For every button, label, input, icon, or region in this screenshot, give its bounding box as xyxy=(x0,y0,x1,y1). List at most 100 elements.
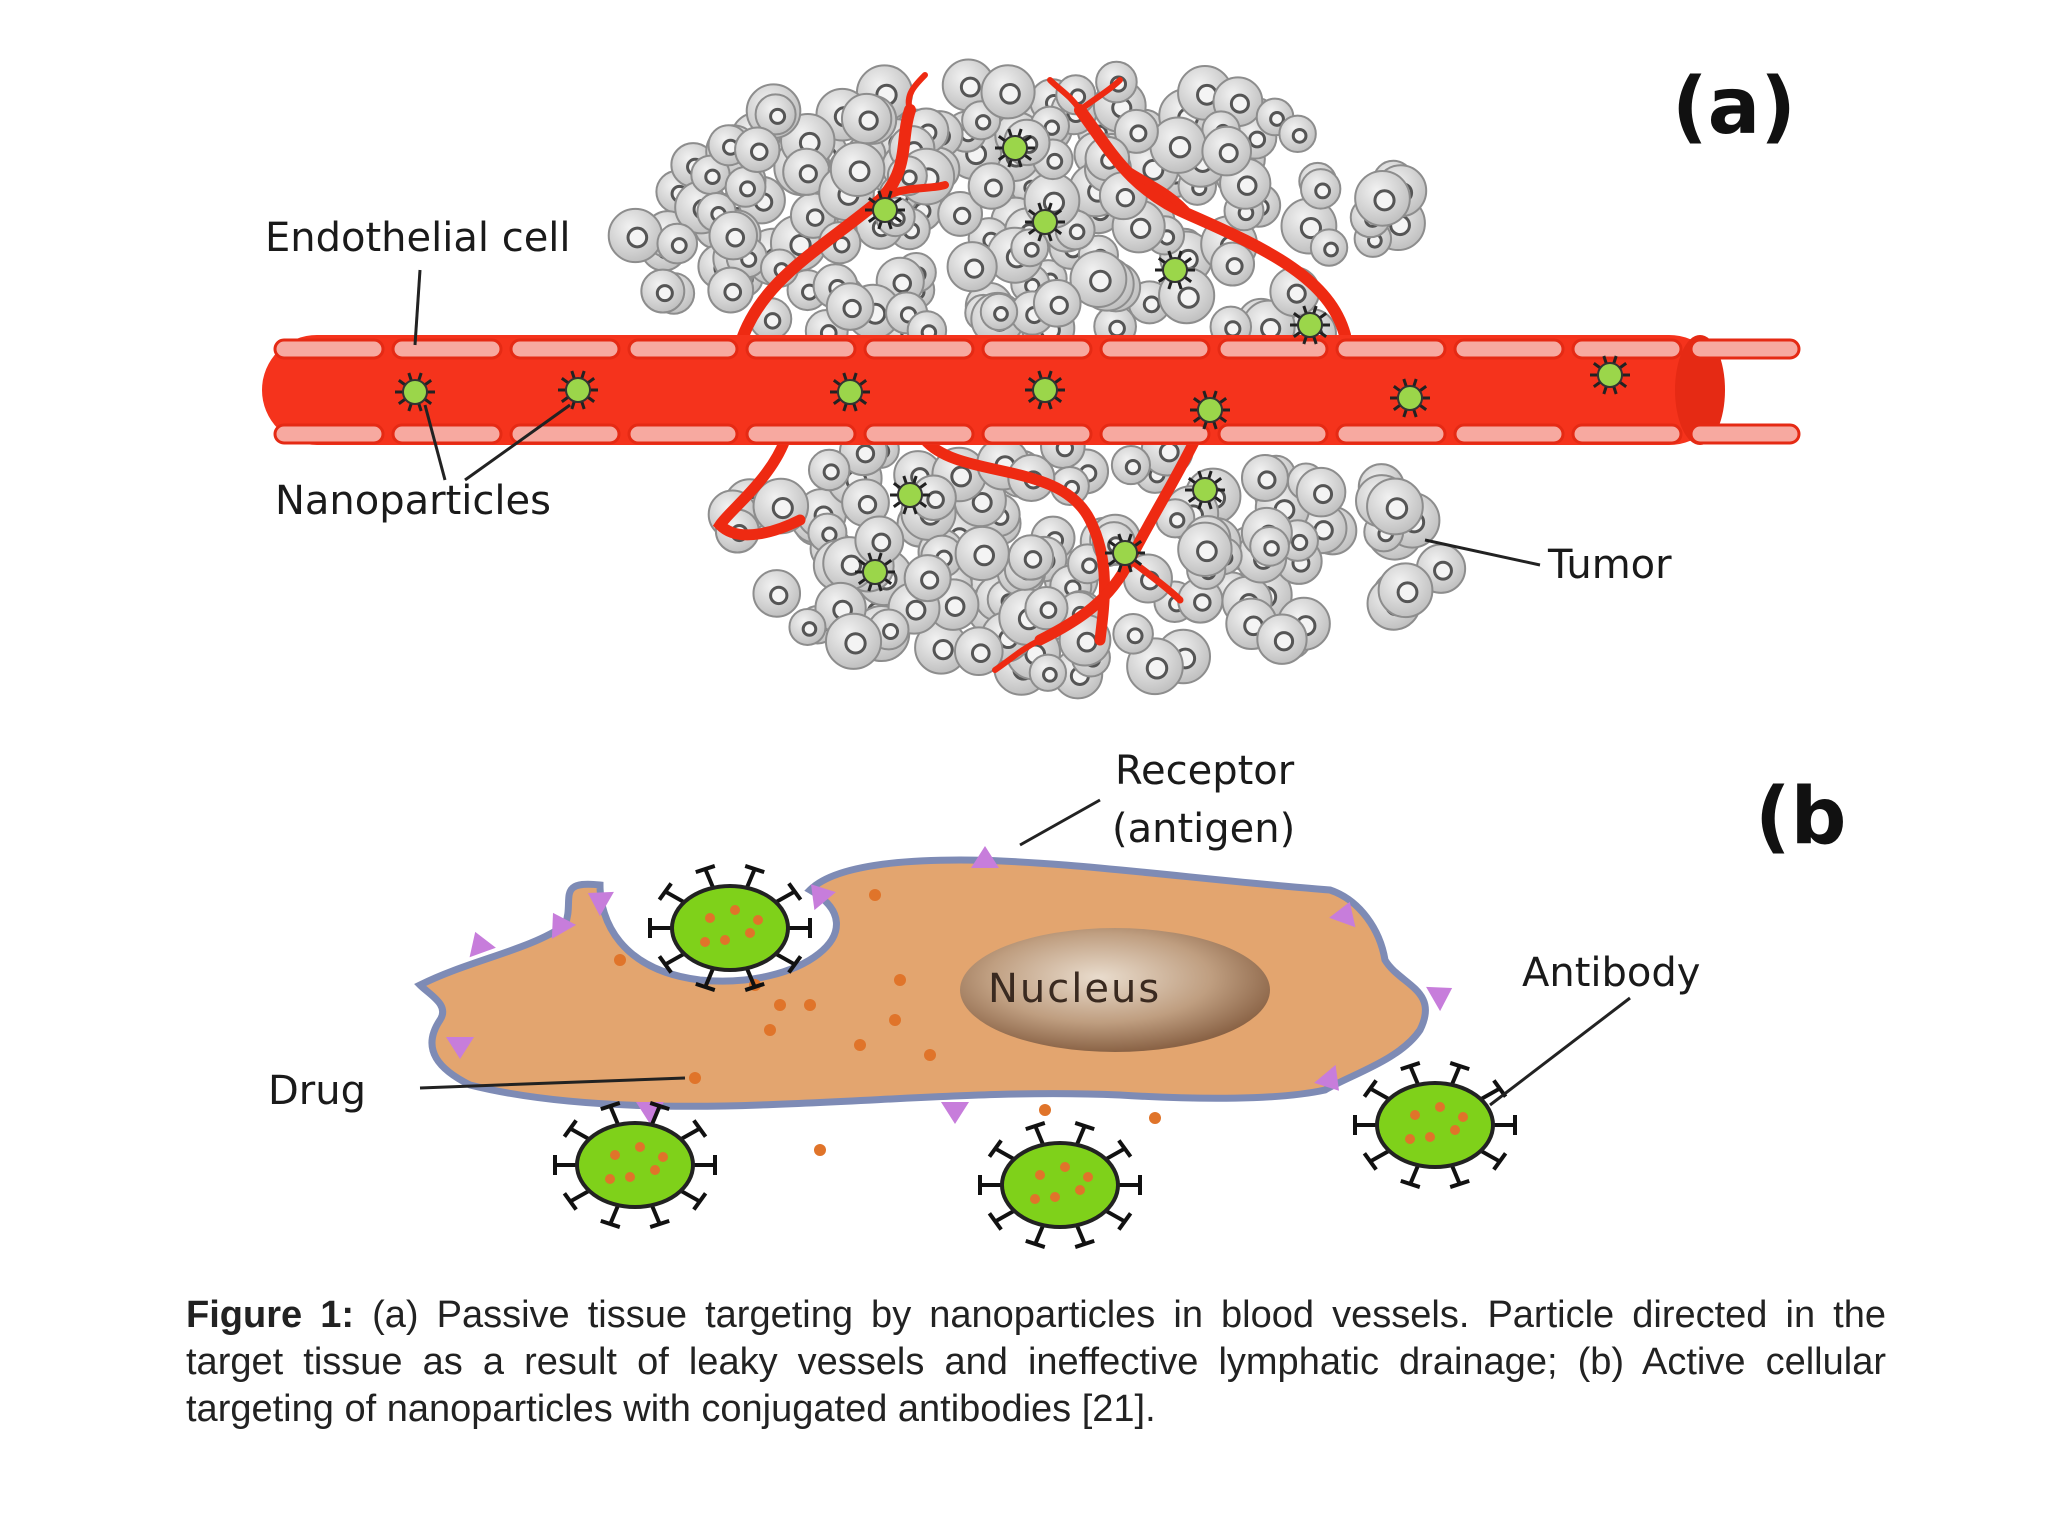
endothelial-cell xyxy=(1335,423,1447,445)
drug-dot xyxy=(1149,1112,1161,1124)
nanoparticle xyxy=(890,475,930,515)
nanoparticle xyxy=(1105,533,1145,573)
endothelial-cell xyxy=(1099,423,1211,445)
tumor-cell-nucleus xyxy=(704,168,721,186)
tumor-cell-nucleus xyxy=(932,638,954,661)
figure-caption: Figure 1: (a) Passive tissue targeting b… xyxy=(186,1292,1886,1433)
nucleus-label: Nucleus xyxy=(988,966,1162,1012)
tumor-cell-nucleus xyxy=(1126,627,1144,645)
tumor-cell-nucleus xyxy=(1169,512,1186,529)
tumor-cell-nucleus xyxy=(1269,111,1285,127)
tumor-cell-nucleus xyxy=(892,273,912,294)
nanoparticle xyxy=(995,128,1035,168)
tumor-cell-nucleus xyxy=(798,164,818,184)
tumor-cell-nucleus xyxy=(1089,269,1112,293)
nanoparticles-label: Nanoparticles xyxy=(275,478,551,524)
receptors xyxy=(446,846,1453,1124)
receptor xyxy=(811,884,836,911)
tumor-cell-nucleus xyxy=(999,83,1021,105)
tumor-cell-nucleus xyxy=(1168,136,1192,159)
drug-dot xyxy=(689,1072,701,1084)
endothelial-cell xyxy=(391,338,503,360)
endothelial-cell xyxy=(745,338,857,360)
receptor xyxy=(551,912,577,939)
drug-label: Drug xyxy=(268,1068,366,1114)
endothelial-cell xyxy=(1689,423,1801,445)
tumor-cell-nucleus xyxy=(1196,540,1218,563)
endothelial-cell xyxy=(981,423,1093,445)
tumor-cell-nucleus xyxy=(821,526,838,543)
tumor-cell-nucleus xyxy=(1145,657,1169,680)
panel-a-tag: (a) xyxy=(1672,62,1796,152)
endothelial-cell xyxy=(1335,338,1447,360)
endothelial-cell xyxy=(1571,338,1683,360)
antibody-nanoparticle xyxy=(1353,1061,1517,1189)
tumor-cell-nucleus xyxy=(1158,441,1180,463)
tumor-cell-nucleus xyxy=(970,643,991,664)
nanoparticle xyxy=(558,370,598,410)
tumor-cell-nucleus xyxy=(973,544,996,567)
tumor-cell-nucleus xyxy=(1236,175,1258,196)
antibody-nanoparticles xyxy=(553,864,1517,1249)
receptor xyxy=(971,846,999,868)
tumor-cell-nucleus xyxy=(944,596,966,617)
tumor-cell-nucleus xyxy=(840,554,862,576)
tumor-cell-nucleus xyxy=(959,76,981,98)
tumor-cell-nucleus xyxy=(725,227,746,248)
caption-lead: Figure 1: xyxy=(186,1294,354,1336)
receptor-label-line1: Receptor xyxy=(1115,748,1295,794)
tumor-cell-nucleus xyxy=(950,465,973,488)
nanoparticle xyxy=(1190,390,1230,430)
tumor-cell-nucleus xyxy=(1193,593,1212,612)
tumor-cell-nucleus xyxy=(901,169,918,187)
endothelial-cell xyxy=(273,423,385,445)
pointer-lines-b xyxy=(419,798,1631,1107)
tumor-cell-nucleus xyxy=(739,180,757,198)
tumor-cell-nucleus xyxy=(964,258,985,279)
tumor-cell-nucleus xyxy=(1177,286,1200,309)
tumor-cell-nucleus xyxy=(1373,189,1396,212)
receptor xyxy=(1329,901,1356,928)
tumor-cell-nucleus xyxy=(1023,550,1043,569)
endothelial-cell xyxy=(863,338,975,360)
tumor-cell-nucleus xyxy=(801,621,818,637)
tumor-cell-nucleus xyxy=(952,206,972,226)
pointer-lines-a xyxy=(413,269,1541,567)
drug-dot xyxy=(894,974,906,986)
tumor-cell-nucleus xyxy=(1433,560,1453,581)
tumor-cell-nucleus xyxy=(1385,497,1409,520)
tumor-cell-nucleus xyxy=(1314,182,1332,200)
tumor-cell-nucleus xyxy=(1130,217,1152,239)
tumor-cell-nucleus xyxy=(1046,152,1064,170)
endothelial-cell xyxy=(863,423,975,445)
tumor-cell-nucleus xyxy=(771,497,794,520)
endothelial-cell xyxy=(1099,338,1211,360)
target-cell xyxy=(414,856,1429,1110)
endothelial-cell xyxy=(1571,423,1683,445)
tumor-cell-nucleus xyxy=(920,570,940,590)
endothelial-cell xyxy=(273,338,385,360)
tumor-cell-nucleus xyxy=(1299,216,1323,240)
tumor-mass xyxy=(607,58,1467,700)
drug-dot xyxy=(889,1014,901,1026)
drug-dot xyxy=(764,1024,776,1036)
endothelial-cell xyxy=(1453,338,1565,360)
tumor-cell-nucleus xyxy=(805,208,825,227)
tumor-cell-nucleus xyxy=(1260,317,1282,340)
tumor-cell-nucleus xyxy=(1142,295,1161,314)
endothelial-cell xyxy=(391,423,503,445)
tumor-cell-nucleus xyxy=(926,490,945,510)
tumor-cell-nucleus xyxy=(1218,143,1239,164)
tumor-cell-nucleus xyxy=(974,114,992,131)
panel-b-tag: (b xyxy=(1755,772,1847,862)
tumor-cell-nucleus xyxy=(1129,124,1148,143)
nanoparticle xyxy=(830,372,870,412)
tumor-cell-nucleus xyxy=(626,226,649,249)
receptor-label-line2: (antigen) xyxy=(1112,806,1296,852)
nanoparticle xyxy=(1025,202,1065,242)
endothelial-cell xyxy=(981,338,1093,360)
endothelial-cell xyxy=(1453,423,1565,445)
tumor-cell-nucleus xyxy=(983,178,1003,198)
tumor-cell-nucleus xyxy=(655,284,674,303)
tumor-cell-nucleus xyxy=(1042,666,1058,683)
